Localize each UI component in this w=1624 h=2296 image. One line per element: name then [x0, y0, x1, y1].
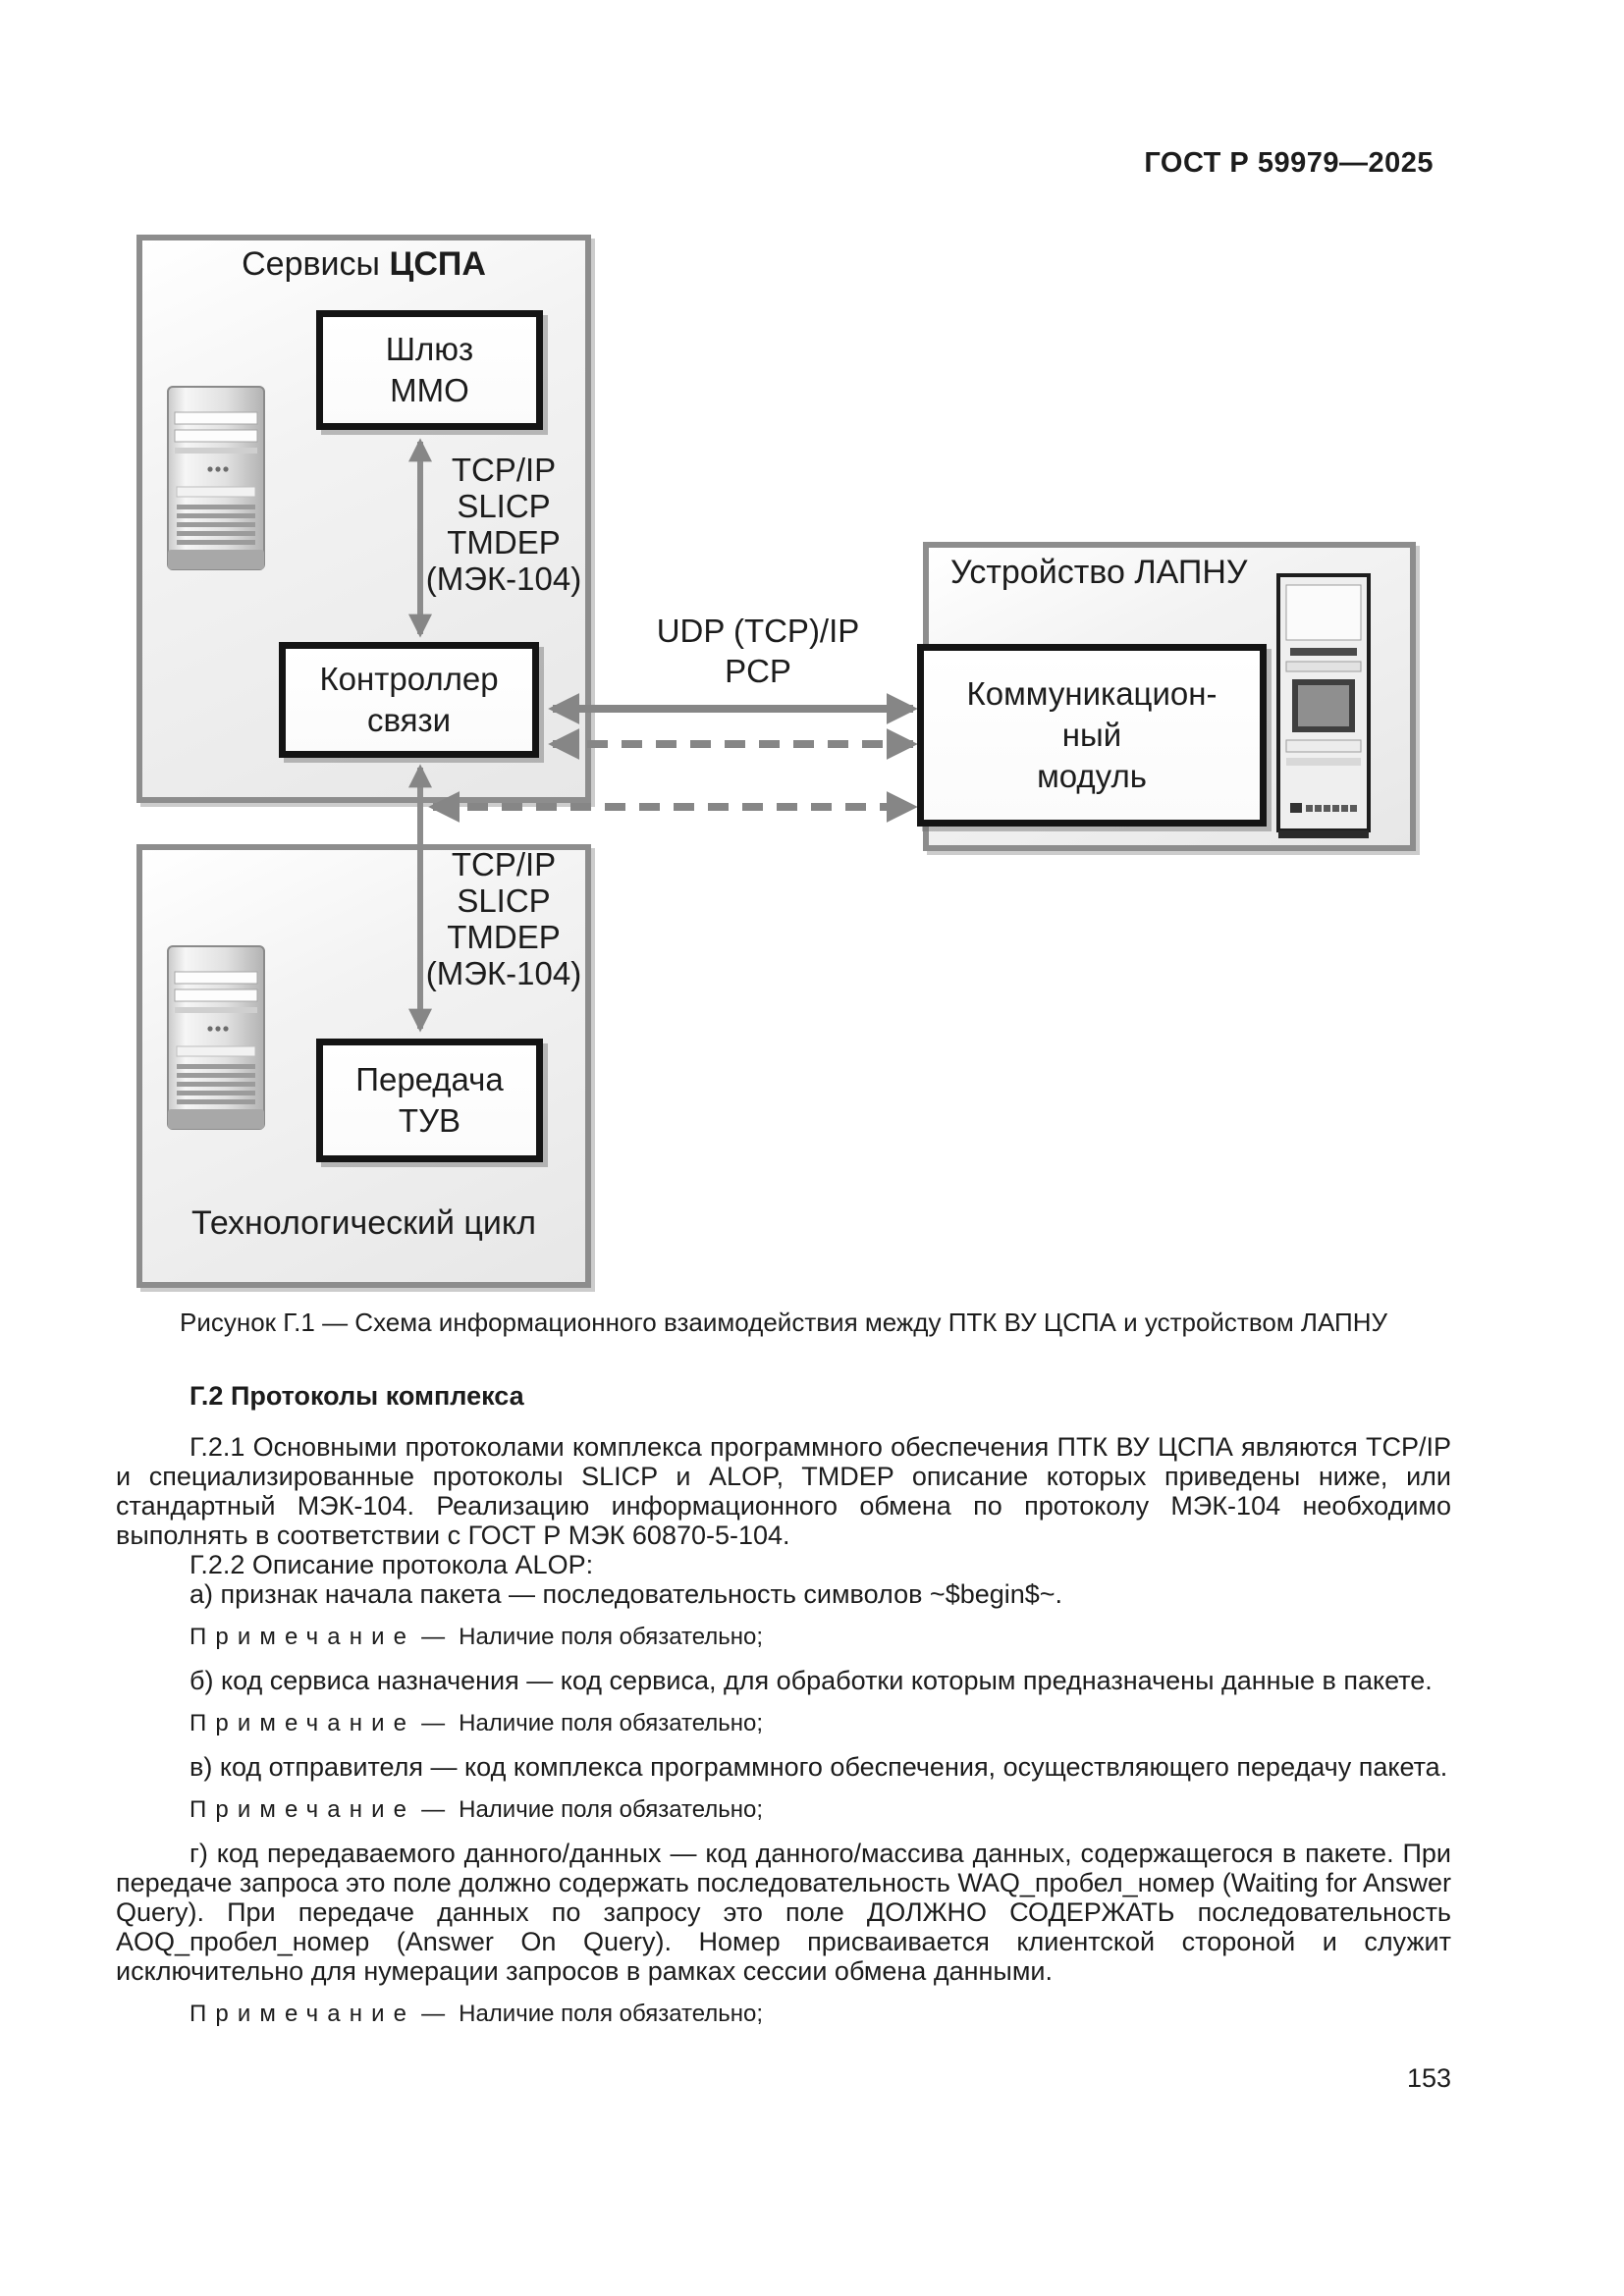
paragraph-g21: Г.2.1 Основными протоколами комплекса пр… — [116, 1432, 1451, 1550]
gateway-mmo-box: Шлюз ММО — [316, 310, 543, 430]
communication-module-line3: модуль — [1037, 758, 1147, 794]
note-3-label: Примечание — [189, 1796, 416, 1823]
server-tower-icon-svg — [167, 386, 265, 570]
list-item-v: в) код отправителя — код комплекса прогр… — [189, 1752, 1448, 1782]
note-3-dash: — — [421, 1796, 446, 1823]
tuv-transfer-line2: ТУВ — [398, 1102, 461, 1139]
note-4-label: Примечание — [189, 2001, 416, 2027]
note-1-text: Наличие поля обязательно; — [459, 1624, 764, 1650]
note-2-text: Наличие поля обязательно; — [459, 1710, 764, 1736]
server-tower-icon — [165, 944, 267, 1138]
note-2-dash: — — [421, 1710, 446, 1736]
note-3: Примечание— Наличие поля обязательно; — [189, 1795, 1451, 1825]
protocol-top-2: SLICP — [457, 488, 551, 524]
protocol-bottom-4: (МЭК-104) — [425, 955, 582, 991]
list-item-a: а) признак начала пакета — последователь… — [189, 1579, 1063, 1609]
services-title-bold: ЦСПА — [389, 245, 486, 283]
protocol-top-4: (МЭК-104) — [425, 561, 582, 597]
comm-controller-line1: Контроллер — [319, 661, 499, 697]
equipment-rack-icon-svg — [1276, 573, 1371, 838]
protocol-bottom-2: SLICP — [457, 882, 551, 919]
note-4: Примечание— Наличие поля обязательно; — [189, 2000, 1451, 2029]
protocol-bottom-1: TCP/IP — [451, 846, 557, 882]
udp-link-label: UDP (TCP)/IP PCP — [591, 611, 925, 691]
list-item-b: б) код сервиса назначения — код сервиса,… — [189, 1666, 1433, 1695]
tech-cycle-title: Технологический цикл — [191, 1204, 536, 1242]
protocol-stack-top: TCP/IP SLICP TMDEP (МЭК-104) — [396, 452, 612, 597]
protocol-top-3: TMDEP — [447, 524, 561, 561]
communication-module-line1: Коммуникацион- — [966, 675, 1218, 712]
note-2-label: Примечание — [189, 1710, 416, 1736]
tuv-transfer-line1: Передача — [355, 1061, 504, 1097]
udp-link-label-line1: UDP (TCP)/IP — [656, 613, 860, 649]
gateway-mmo-line1: Шлюз — [385, 331, 474, 367]
list-item-g: г) код передаваемого данного/данных — ко… — [116, 1839, 1451, 1986]
body-text: Г.2 Протоколы комплекса Г.2.1 Основными … — [116, 1381, 1451, 2043]
tuv-transfer-box: Передача ТУВ — [316, 1039, 543, 1162]
protocol-bottom-3: TMDEP — [447, 919, 561, 955]
protocol-top-1: TCP/IP — [451, 452, 557, 488]
communication-module-box: Коммуникацион- ный модуль — [917, 644, 1267, 827]
lapnu-title: Устройство ЛАПНУ — [950, 554, 1248, 591]
server-tower-icon — [165, 385, 267, 578]
document-code: ГОСТ Р 59979—2025 — [1144, 147, 1434, 179]
comm-controller-line2: связи — [366, 702, 452, 738]
section-heading: Г.2 Протоколы комплекса — [189, 1381, 524, 1411]
communication-module-line2: ный — [1061, 717, 1122, 753]
comm-controller-box: Контроллер связи — [279, 642, 539, 758]
figure-caption: Рисунок Г.1 — Схема информационного взаи… — [179, 1308, 1388, 1337]
note-3-text: Наличие поля обязательно; — [459, 1796, 764, 1823]
note-1-label: Примечание — [189, 1624, 416, 1650]
gateway-mmo-line2: ММО — [390, 372, 469, 408]
equipment-rack-icon — [1276, 573, 1371, 845]
page-number: 153 — [1406, 2063, 1451, 2093]
note-2: Примечание— Наличие поля обязательно; — [189, 1709, 1451, 1738]
note-4-text: Наличие поля обязательно; — [459, 2001, 764, 2027]
services-title-prefix: Сервисы — [242, 245, 380, 283]
udp-link-label-line2: PCP — [725, 653, 791, 689]
protocol-stack-bottom: TCP/IP SLICP TMDEP (МЭК-104) — [396, 846, 612, 991]
note-1: Примечание— Наличие поля обязательно; — [189, 1623, 1451, 1652]
paragraph-g22: Г.2.2 Описание протокола ALOP: — [189, 1550, 594, 1579]
server-tower-icon-svg — [167, 945, 265, 1130]
note-4-dash: — — [421, 2001, 446, 2027]
note-1-dash: — — [421, 1624, 446, 1650]
